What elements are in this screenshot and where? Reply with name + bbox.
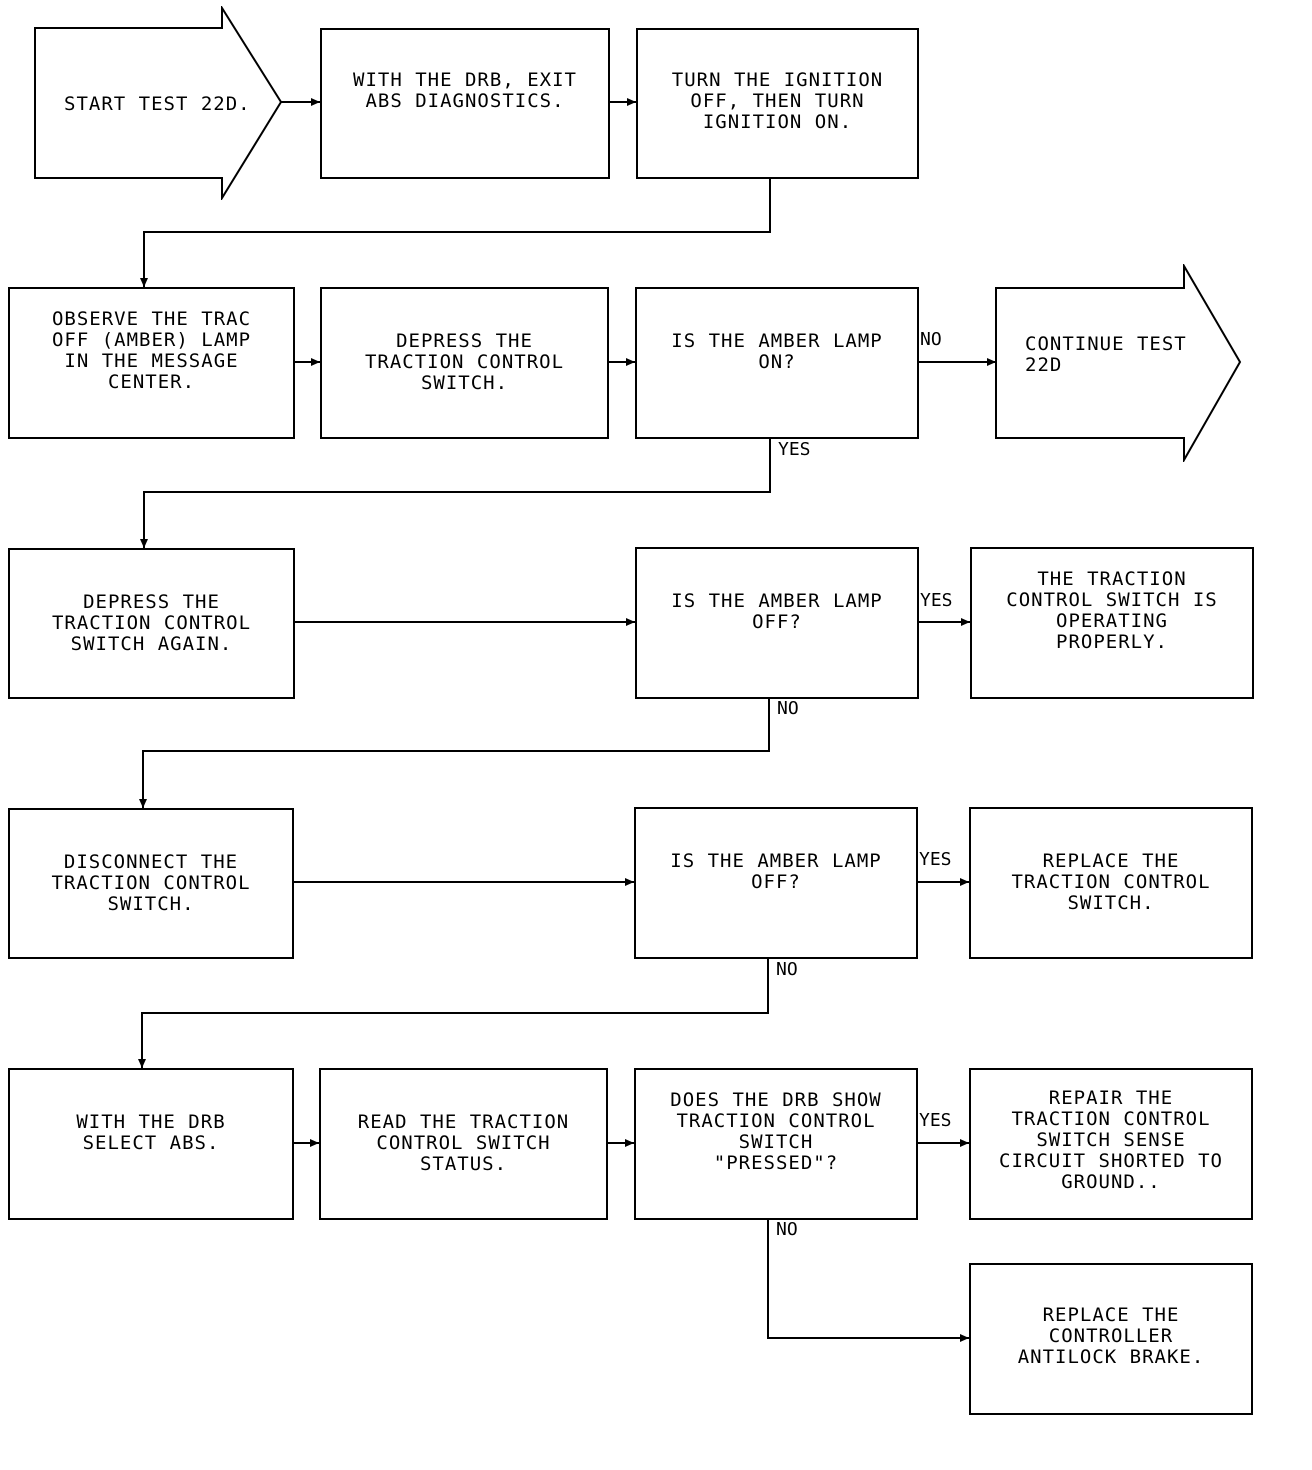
lamp-off-question-1: IS THE AMBER LAMP OFF? bbox=[635, 547, 919, 699]
lamp-off-question-2: IS THE AMBER LAMP OFF? bbox=[634, 807, 918, 959]
select-abs-step: WITH THE DRB SELECT ABS. bbox=[8, 1068, 294, 1220]
arrow-no-to-replace-controller bbox=[767, 1219, 969, 1342]
replace-controller-result: REPLACE THE CONTROLLER ANTILOCK BRAKE. bbox=[969, 1263, 1253, 1415]
depress-again-step: DEPRESS THE TRACTION CONTROL SWITCH AGAI… bbox=[8, 548, 295, 699]
label-no-off1: NO bbox=[777, 698, 799, 719]
select-abs-label: WITH THE DRB SELECT ABS. bbox=[76, 1111, 226, 1154]
pressed-question: DOES THE DRB SHOW TRACTION CONTROL SWITC… bbox=[634, 1068, 918, 1220]
label-yes-replace: YES bbox=[919, 849, 952, 870]
continue-label: CONTINUE TEST 22D bbox=[1025, 333, 1187, 376]
lamp-on-question-label: IS THE AMBER LAMP ON? bbox=[671, 330, 883, 373]
label-no-pressed: NO bbox=[776, 1219, 798, 1240]
lamp-off-question-1-label: IS THE AMBER LAMP OFF? bbox=[671, 590, 883, 633]
exit-abs-step: WITH THE DRB, EXIT ABS DIAGNOSTICS. bbox=[320, 28, 610, 179]
disconnect-switch-label: DISCONNECT THE TRACTION CONTROL SWITCH. bbox=[51, 851, 251, 915]
start-label: START TEST 22D. bbox=[64, 93, 251, 115]
depress-switch-step: DEPRESS THE TRACTION CONTROL SWITCH. bbox=[320, 287, 609, 439]
lamp-on-question: IS THE AMBER LAMP ON? bbox=[635, 287, 919, 439]
repair-circuit-label: REPAIR THE TRACTION CONTROL SWITCH SENSE… bbox=[999, 1087, 1223, 1193]
repair-circuit-result: REPAIR THE TRACTION CONTROL SWITCH SENSE… bbox=[969, 1068, 1253, 1220]
disconnect-switch-step: DISCONNECT THE TRACTION CONTROL SWITCH. bbox=[8, 808, 294, 959]
label-yes-lamp-on: YES bbox=[778, 439, 811, 460]
operating-properly-result: THE TRACTION CONTROL SWITCH IS OPERATING… bbox=[970, 547, 1254, 699]
label-no-off2: NO bbox=[776, 959, 798, 980]
depress-switch-label: DEPRESS THE TRACTION CONTROL SWITCH. bbox=[364, 330, 565, 394]
ignition-step: TURN THE IGNITION OFF, THEN TURN IGNITIO… bbox=[636, 28, 919, 179]
label-yes-repair: YES bbox=[919, 1110, 952, 1131]
pressed-question-label: DOES THE DRB SHOW TRACTION CONTROL SWITC… bbox=[670, 1089, 882, 1174]
arrow-no-to-disconnect bbox=[139, 698, 770, 808]
observe-lamp-step: OBSERVE THE TRAC OFF (AMBER) LAMP IN THE… bbox=[8, 287, 295, 439]
label-yes-ok: YES bbox=[920, 590, 953, 611]
read-status-step: READ THE TRACTION CONTROL SWITCH STATUS. bbox=[319, 1068, 608, 1220]
operating-properly-label: THE TRACTION CONTROL SWITCH IS OPERATING… bbox=[1006, 568, 1218, 653]
depress-again-label: DEPRESS THE TRACTION CONTROL SWITCH AGAI… bbox=[51, 591, 252, 655]
observe-lamp-label: OBSERVE THE TRAC OFF (AMBER) LAMP IN THE… bbox=[51, 308, 252, 393]
replace-switch-result: REPLACE THE TRACTION CONTROL SWITCH. bbox=[969, 807, 1253, 959]
lamp-off-question-2-label: IS THE AMBER LAMP OFF? bbox=[670, 850, 882, 893]
ignition-label: TURN THE IGNITION OFF, THEN TURN IGNITIO… bbox=[671, 69, 884, 133]
exit-abs-label: WITH THE DRB, EXIT ABS DIAGNOSTICS. bbox=[353, 69, 577, 112]
arrow-yes-to-depress-again bbox=[140, 438, 771, 548]
replace-controller-label: REPLACE THE CONTROLLER ANTILOCK BRAKE. bbox=[1017, 1304, 1205, 1368]
replace-switch-label: REPLACE THE TRACTION CONTROL SWITCH. bbox=[1011, 850, 1211, 914]
read-status-label: READ THE TRACTION CONTROL SWITCH STATUS. bbox=[357, 1111, 570, 1175]
arrow-ignition-to-observe bbox=[140, 178, 771, 287]
label-no-continue: NO bbox=[920, 329, 942, 350]
start-node: START TEST 22D. bbox=[34, 6, 284, 200]
arrow-no-to-select-abs bbox=[138, 958, 769, 1068]
continue-node: CONTINUE TEST 22D bbox=[995, 264, 1243, 462]
